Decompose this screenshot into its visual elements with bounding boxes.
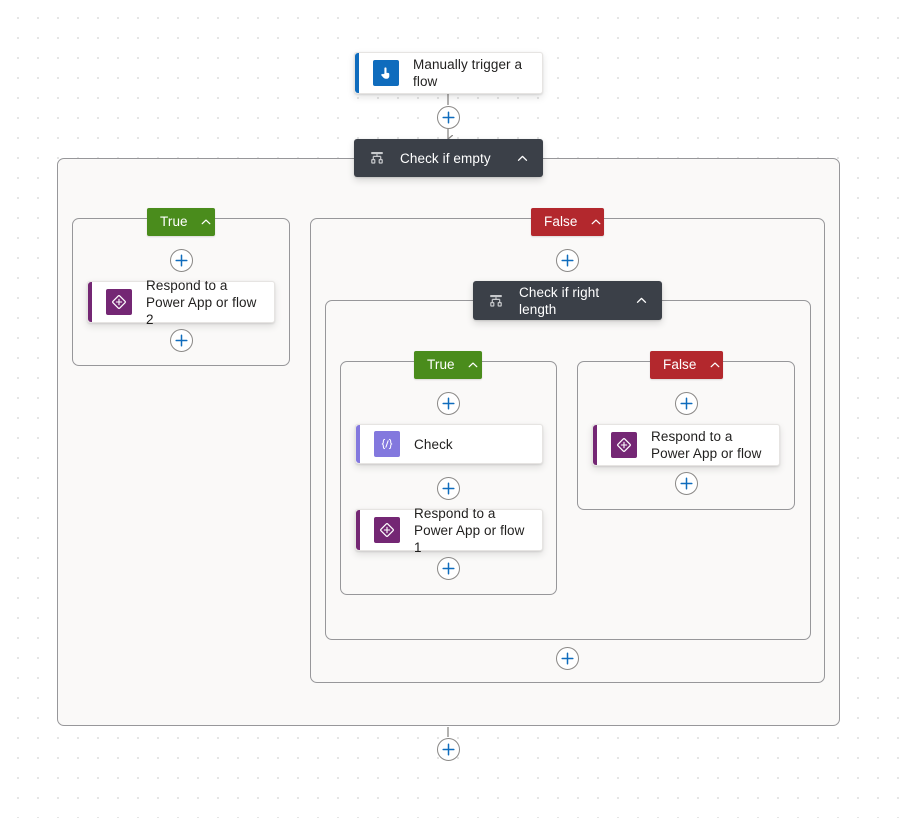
node-title: Check <box>414 436 453 452</box>
node-accent-bar <box>356 425 360 463</box>
branch-label-text: True <box>427 357 455 372</box>
add-step-flow-end-button[interactable] <box>437 738 460 761</box>
add-step-outer-true-top-button[interactable] <box>170 249 193 272</box>
node-check[interactable]: Check <box>355 424 543 464</box>
add-step-icon <box>680 477 693 490</box>
add-step-icon <box>175 254 188 267</box>
node-title: Respond to a Power App or flow <box>651 429 762 461</box>
node-respond-to-a-power-app-or-flow-1[interactable]: Respond to a Power App or flow 1 <box>355 506 543 555</box>
add-step-outer-true-bottom-button[interactable] <box>170 329 193 352</box>
branch-label-outer-false[interactable]: False <box>531 208 604 236</box>
node-accent-bar <box>593 425 597 465</box>
node-title: Check if empty <box>400 150 491 166</box>
power-apps-icon <box>611 432 637 458</box>
node-respond-to-a-power-app-or-flow[interactable]: Respond to a Power App or flow <box>592 424 780 466</box>
power-apps-icon <box>374 517 400 543</box>
condition-branch-icon <box>485 290 507 312</box>
add-step-icon <box>442 562 455 575</box>
chevron-up-icon[interactable] <box>635 294 648 307</box>
node-title: Check if right length <box>519 284 600 317</box>
chevron-up-icon[interactable] <box>709 359 721 371</box>
chevron-up-icon[interactable] <box>590 216 602 228</box>
add-step-after-trigger-button[interactable] <box>437 106 460 129</box>
branch-label-text: False <box>663 357 697 372</box>
add-step-icon <box>175 334 188 347</box>
node-accent-bar <box>356 510 360 550</box>
branch-label-text: False <box>544 214 578 229</box>
node-respond-to-a-power-app-or-flow-2[interactable]: Respond to a Power App or flow 2 <box>87 278 275 327</box>
branch-label-inner-false[interactable]: False <box>650 351 723 379</box>
node-title: Respond to a Power App or flow 1 <box>414 505 525 555</box>
node-check-if-right-length[interactable]: Check if right length <box>473 281 662 320</box>
add-step-inner-true-top-button[interactable] <box>437 392 460 415</box>
add-step-outer-false-top-button[interactable] <box>556 249 579 272</box>
node-accent-bar <box>88 282 92 322</box>
node-title: Respond to a Power App or flow 2 <box>146 277 257 327</box>
chevron-up-icon[interactable] <box>200 216 212 228</box>
add-step-icon <box>442 482 455 495</box>
chevron-up-icon[interactable] <box>516 152 529 165</box>
node-check-if-empty[interactable]: Check if empty <box>354 139 543 177</box>
add-step-inner-true-middle-button[interactable] <box>437 477 460 500</box>
node-title: Manually trigger a flow <box>413 57 523 89</box>
branch-label-text: True <box>160 214 188 229</box>
add-step-inner-true-bottom-button[interactable] <box>437 557 460 580</box>
add-step-icon <box>442 111 455 124</box>
node-manually-trigger-a-flow[interactable]: Manually trigger a flow <box>354 52 543 94</box>
power-apps-icon <box>106 289 132 315</box>
condition-branch-icon <box>366 147 388 169</box>
add-step-inner-false-top-button[interactable] <box>675 392 698 415</box>
add-step-icon <box>561 652 574 665</box>
chevron-up-icon[interactable] <box>467 359 479 371</box>
add-step-icon <box>442 743 455 756</box>
add-step-icon <box>442 397 455 410</box>
compose-expression-icon <box>374 431 400 457</box>
add-step-outer-false-bottom-button[interactable] <box>556 647 579 670</box>
manual-trigger-hand-icon <box>373 60 399 86</box>
add-step-icon <box>561 254 574 267</box>
branch-label-outer-true[interactable]: True <box>147 208 215 236</box>
add-step-icon <box>680 397 693 410</box>
node-accent-bar <box>355 53 359 93</box>
branch-label-inner-true[interactable]: True <box>414 351 482 379</box>
add-step-inner-false-bottom-button[interactable] <box>675 472 698 495</box>
